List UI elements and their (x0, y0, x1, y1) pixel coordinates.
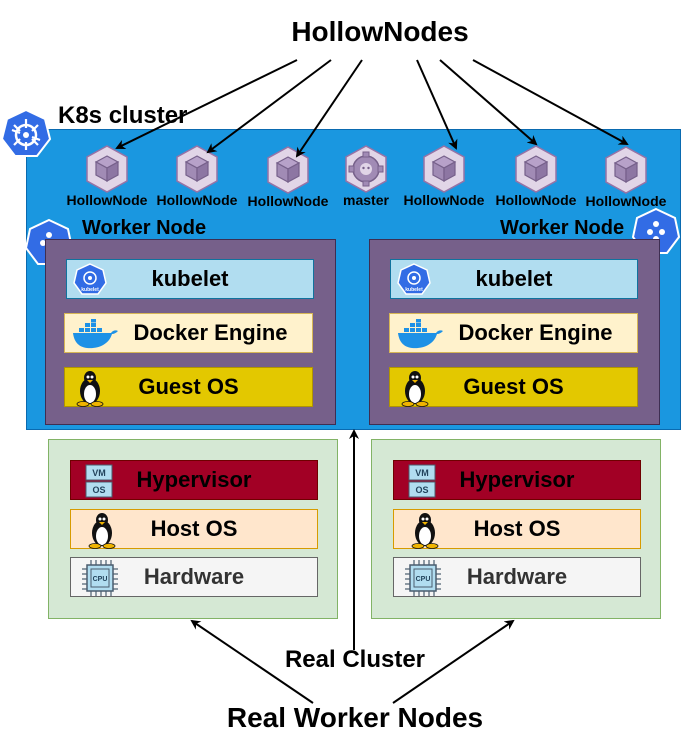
os-text: OS (92, 485, 105, 495)
hardware-layer-1: CPU Hardware (70, 557, 318, 597)
linux-tux-icon (411, 513, 439, 549)
hollow-nodes-title: HollowNodes (291, 16, 469, 47)
hollow-node-label: HollowNode (247, 193, 329, 209)
cpu-text: CPU (93, 576, 108, 583)
k8s-cluster-label: K8s cluster (58, 102, 188, 129)
hollow-node-label: HollowNode (495, 192, 577, 208)
hypervisor-label: Hypervisor (136, 467, 252, 492)
kubelet-icon-text: kubelet (81, 287, 99, 293)
hardware-label: Hardware (143, 564, 245, 589)
cpu-icon: CPU (405, 560, 441, 596)
cube-icon (515, 145, 557, 193)
vm-text: VM (415, 468, 429, 478)
hollow-node-label: HollowNode (585, 193, 667, 209)
hypervisor-label: Hypervisor (459, 467, 575, 492)
host-os-label: Host OS (150, 516, 238, 541)
real-worker-nodes-title: Real Worker Nodes (226, 702, 484, 733)
hypervisor-layer-1: VM OS Hypervisor (70, 460, 318, 500)
host-os-label: Host OS (473, 516, 561, 541)
gear-icon (345, 145, 387, 193)
docker-engine-label: Docker Engine (458, 320, 613, 345)
cpu-text: CPU (416, 576, 431, 583)
host-os-layer-1: Host OS (70, 509, 318, 549)
guest-os-layer-2: Guest OS (389, 367, 638, 407)
real-cluster-label: Real Cluster (284, 646, 426, 673)
hollow-node-label: HollowNode (66, 192, 148, 208)
cube-icon (605, 146, 647, 194)
vm-text: VM (92, 468, 106, 478)
guest-os-layer-1: Guest OS (64, 367, 313, 407)
cpu-icon: CPU (82, 560, 118, 596)
cube-icon (176, 145, 218, 193)
hollow-node-label: HollowNode (156, 192, 238, 208)
guest-os-label: Guest OS (138, 374, 239, 399)
linux-tux-icon (76, 371, 104, 407)
kubelet-icon-text: kubelet (405, 287, 423, 293)
worker-node-label-1: Worker Node (82, 217, 207, 239)
cube-icon (86, 145, 128, 193)
linux-tux-icon (401, 371, 429, 407)
guest-os-label: Guest OS (463, 374, 564, 399)
kubernetes-logo-icon (0, 108, 52, 157)
kubelet-icon: kubelet (73, 263, 107, 295)
hardware-layer-2: CPU Hardware (393, 557, 641, 597)
hardware-label: Hardware (466, 564, 568, 589)
hypervisor-layer-2: VM OS Hypervisor (393, 460, 641, 500)
docker-whale-icon (73, 319, 118, 349)
linux-tux-icon (88, 513, 116, 549)
kubelet-label: kubelet (475, 266, 553, 291)
cube-icon (267, 146, 309, 194)
docker-layer-2: Docker Engine (389, 313, 638, 353)
cube-icon (423, 145, 465, 193)
kubelet-label: kubelet (151, 266, 229, 291)
hollow-node-label: HollowNode (403, 192, 485, 208)
master-label: master (343, 192, 389, 208)
docker-layer-1: Docker Engine (64, 313, 313, 353)
docker-engine-label: Docker Engine (133, 320, 288, 345)
docker-whale-icon (398, 319, 443, 349)
vm-os-icon: VM OS (408, 464, 436, 498)
kubelet-icon: kubelet (397, 263, 431, 295)
host-os-layer-2: Host OS (393, 509, 641, 549)
worker-node-label-2: Worker Node (500, 217, 625, 239)
kubelet-layer-1: kubelet kubelet (66, 259, 314, 299)
kubelet-layer-2: kubelet kubelet (390, 259, 638, 299)
os-text: OS (415, 485, 428, 495)
vm-os-icon: VM OS (85, 464, 113, 498)
